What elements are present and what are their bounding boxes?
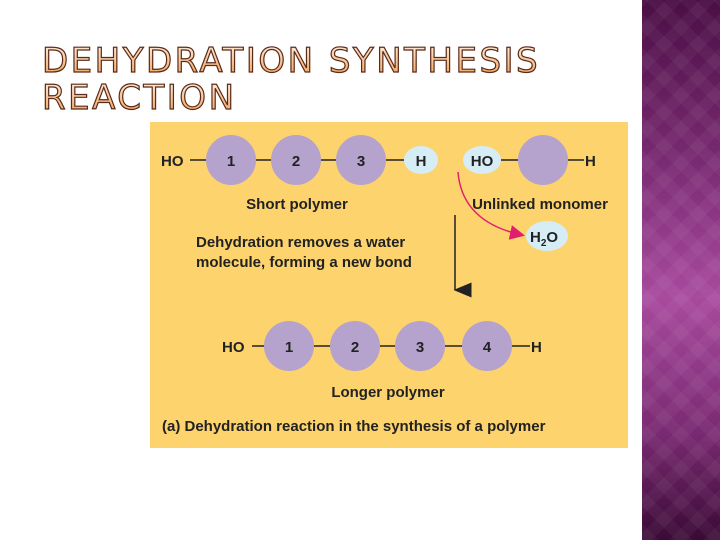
hydroxyl-ellipse [463, 146, 501, 174]
monomer-1-circle [206, 135, 256, 185]
bottom-right-end-group: H [531, 339, 542, 356]
long-monomer-3-label: 3 [416, 339, 424, 356]
top-left-end-group: HO [161, 153, 184, 170]
unlinked-monomer-label: Unlinked monomer [472, 196, 608, 213]
monomer-left-end-group: HO [471, 153, 494, 170]
title-line-1: DEHYDRATION SYNTHESIS [42, 41, 540, 81]
long-monomer-1-label: 1 [285, 339, 293, 356]
hydrogen-ellipse [404, 146, 438, 174]
water-removal-arrow [457, 171, 525, 240]
dehydration-diagram: HO 1 2 3 H HO H Short polymer Unlinked m… [150, 122, 628, 448]
bottom-left-end-group: HO [222, 339, 245, 356]
long-monomer-4-label: 4 [483, 339, 492, 356]
short-polymer-label: Short polymer [246, 196, 348, 213]
long-monomer-2-circle [330, 321, 380, 371]
explanation-line-1: Dehydration removes a water [196, 234, 405, 251]
unlinked-monomer-circle [518, 135, 568, 185]
decorative-sidebar [642, 0, 720, 540]
explanation-line-2: molecule, forming a new bond [196, 254, 412, 271]
long-monomer-2-label: 2 [351, 339, 359, 356]
diagram-caption: (a) Dehydration reaction in the synthesi… [162, 418, 546, 435]
monomer-right-end-group: H [585, 153, 596, 170]
longer-polymer-label: Longer polymer [331, 384, 445, 401]
long-monomer-4-circle [462, 321, 512, 371]
water-formula: H2O [530, 229, 558, 249]
monomer-2-label: 2 [292, 153, 300, 170]
monomer-3-label: 3 [357, 153, 365, 170]
monomer-3-circle [336, 135, 386, 185]
monomer-1-label: 1 [227, 153, 235, 170]
long-monomer-1-circle [264, 321, 314, 371]
slide-title: DEHYDRATION SYNTHESIS REACTION [41, 40, 540, 118]
long-monomer-3-circle [395, 321, 445, 371]
title-line-2: REACTION [42, 78, 237, 118]
top-right-end-group: H [416, 153, 427, 170]
water-ellipse [526, 221, 568, 251]
monomer-2-circle [271, 135, 321, 185]
